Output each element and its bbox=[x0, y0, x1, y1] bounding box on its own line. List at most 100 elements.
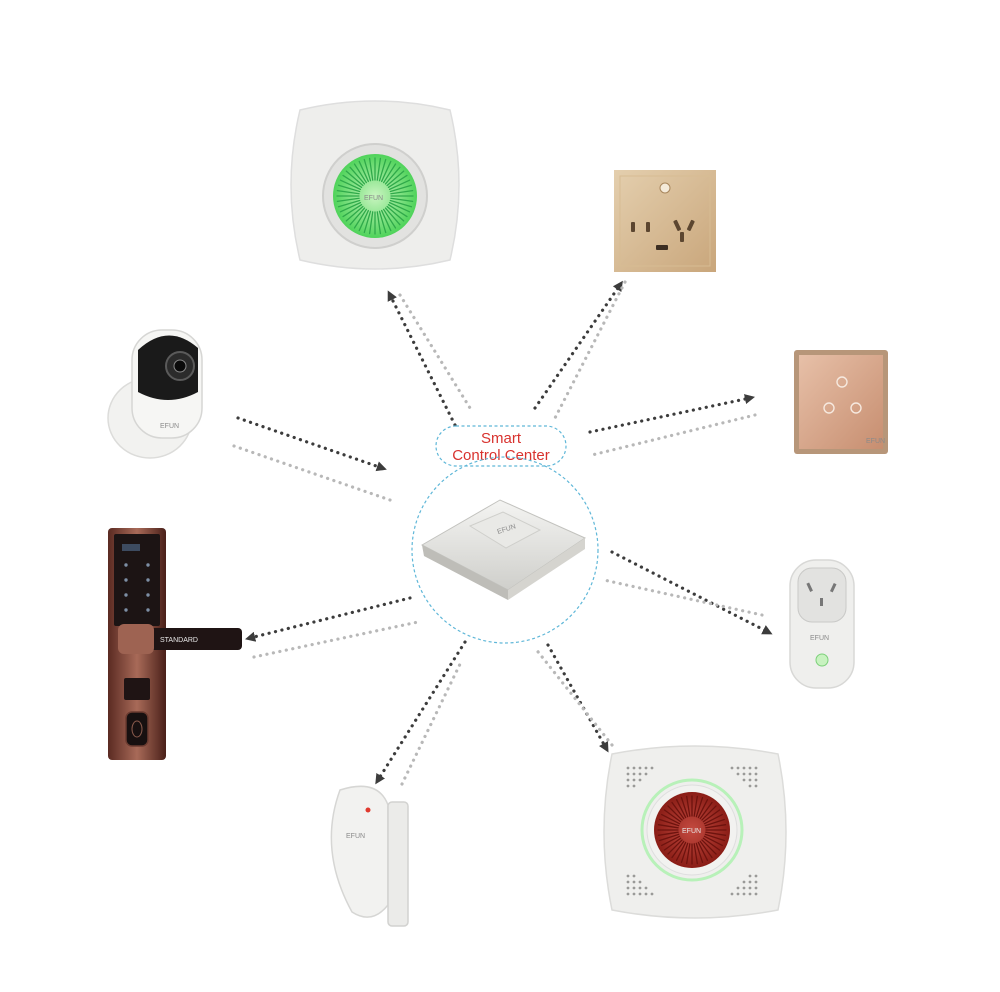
siren-slot bbox=[661, 813, 681, 825]
wall-socket-device[interactable] bbox=[614, 170, 716, 272]
grille-dot bbox=[748, 766, 752, 770]
camera-brand: EFUN bbox=[160, 423, 179, 430]
sensor-slot bbox=[378, 210, 387, 234]
sensor-slot bbox=[384, 207, 401, 226]
plug-socket-face bbox=[797, 567, 847, 623]
grille-dot bbox=[736, 766, 740, 770]
plug-power-button bbox=[815, 653, 829, 667]
link-plug-adapter-outbound bbox=[610, 550, 773, 635]
grille-dot bbox=[644, 886, 648, 890]
grille-dot bbox=[626, 772, 630, 776]
sensor-slot bbox=[368, 211, 374, 235]
grille-dot bbox=[626, 880, 630, 884]
grille-dot bbox=[638, 886, 642, 890]
siren-slot bbox=[686, 795, 691, 817]
sensor-slot bbox=[336, 189, 360, 195]
siren-slot bbox=[661, 835, 681, 847]
sensor-slot bbox=[389, 199, 413, 208]
link-door-sensor-outbound bbox=[375, 640, 467, 785]
link-touch-switch-outbound bbox=[588, 394, 756, 434]
grille-dot bbox=[754, 778, 758, 782]
sensor-slot bbox=[345, 170, 364, 187]
ip-camera-device[interactable]: EFUN bbox=[107, 329, 203, 459]
sensor-slot bbox=[383, 208, 397, 229]
sensor-grille bbox=[336, 157, 414, 235]
gold-touch-switch-icon bbox=[799, 355, 883, 449]
grille-dot bbox=[742, 778, 746, 782]
grille-dot bbox=[730, 766, 734, 770]
grille-dot bbox=[736, 892, 740, 896]
siren-slot bbox=[693, 795, 698, 817]
siren-slot bbox=[695, 797, 704, 818]
sensor-slot bbox=[380, 160, 392, 183]
touch-switch-device[interactable]: EFUN bbox=[794, 350, 888, 454]
siren-slot bbox=[705, 831, 727, 836]
alarm-glow-ring bbox=[640, 778, 744, 882]
sensor-slot bbox=[339, 179, 362, 191]
sensor-slot bbox=[380, 209, 392, 232]
grille-dot bbox=[632, 778, 636, 782]
smart-door-lock-device[interactable]: STANDARD bbox=[108, 528, 242, 760]
sensor-slot bbox=[336, 197, 360, 203]
link-touch-switch-inbound bbox=[590, 413, 757, 457]
smoke-alarm-brand: EFUN bbox=[682, 828, 701, 835]
siren-slot bbox=[703, 835, 723, 847]
sensor-slot bbox=[363, 158, 372, 182]
grille-dot bbox=[632, 874, 636, 878]
green-round-sensor-icon bbox=[333, 154, 417, 238]
sensor-slot bbox=[389, 184, 413, 193]
grille-dot bbox=[626, 886, 630, 890]
sensor-slot bbox=[383, 163, 397, 184]
siren-slot bbox=[704, 833, 725, 842]
grille-dot bbox=[650, 892, 654, 896]
siren-slot bbox=[697, 799, 709, 819]
siren-slot bbox=[663, 837, 682, 851]
ceiling-sensor-brand: EFUN bbox=[364, 195, 383, 202]
siren-slot bbox=[705, 824, 727, 829]
siren-slot bbox=[659, 833, 680, 842]
alarm-speaker-grilles bbox=[626, 766, 758, 896]
link-door-sensor-inbound bbox=[400, 658, 464, 786]
grille-dot bbox=[632, 766, 636, 770]
grille-dot bbox=[638, 892, 642, 896]
sensor-slot bbox=[353, 208, 367, 229]
grille-dot bbox=[754, 874, 758, 878]
siren-slot bbox=[701, 839, 717, 855]
sensor-slot bbox=[388, 179, 411, 191]
siren-slot bbox=[702, 837, 721, 851]
lock-keypad-keys bbox=[122, 544, 150, 612]
sensor-slot bbox=[353, 163, 367, 184]
siren-slot bbox=[703, 813, 723, 825]
grille-dot bbox=[644, 892, 648, 896]
smoke-alarm-device[interactable]: EFUN bbox=[603, 745, 787, 919]
grille-dot bbox=[626, 778, 630, 782]
siren-slot bbox=[701, 805, 717, 821]
grille-dot bbox=[742, 766, 746, 770]
sensor-slot bbox=[339, 201, 362, 213]
grille-dot bbox=[754, 766, 758, 770]
socket-inner-plate bbox=[619, 175, 711, 267]
socket-indicator-light bbox=[659, 182, 671, 194]
grille-dot bbox=[638, 880, 642, 884]
grille-dot bbox=[754, 880, 758, 884]
grille-dot bbox=[632, 772, 636, 776]
sensor-slot bbox=[358, 209, 370, 232]
link-ceiling-sensor-outbound bbox=[387, 290, 457, 427]
sensor-slot bbox=[386, 205, 405, 222]
sensor-slot bbox=[388, 201, 411, 213]
sensor-slot bbox=[358, 160, 370, 183]
siren-slot bbox=[697, 841, 709, 861]
hub-title-line-1: Smart bbox=[481, 430, 522, 447]
plug-adapter-device[interactable]: EFUN bbox=[789, 559, 855, 689]
fingerprint-icon bbox=[131, 720, 143, 738]
ceiling-sensor-device[interactable]: EFUN bbox=[290, 100, 460, 270]
control-center-hub[interactable]: Smart Control Center EFUN bbox=[411, 425, 599, 644]
grille-dot bbox=[754, 892, 758, 896]
lock-handle-rose bbox=[118, 624, 154, 654]
lock-fingerprint-reader bbox=[125, 711, 149, 747]
grille-dot bbox=[754, 886, 758, 890]
door-sensor-device[interactable]: EFUN bbox=[330, 785, 409, 927]
grille-dot bbox=[748, 874, 752, 878]
sensor-slot bbox=[345, 205, 364, 222]
